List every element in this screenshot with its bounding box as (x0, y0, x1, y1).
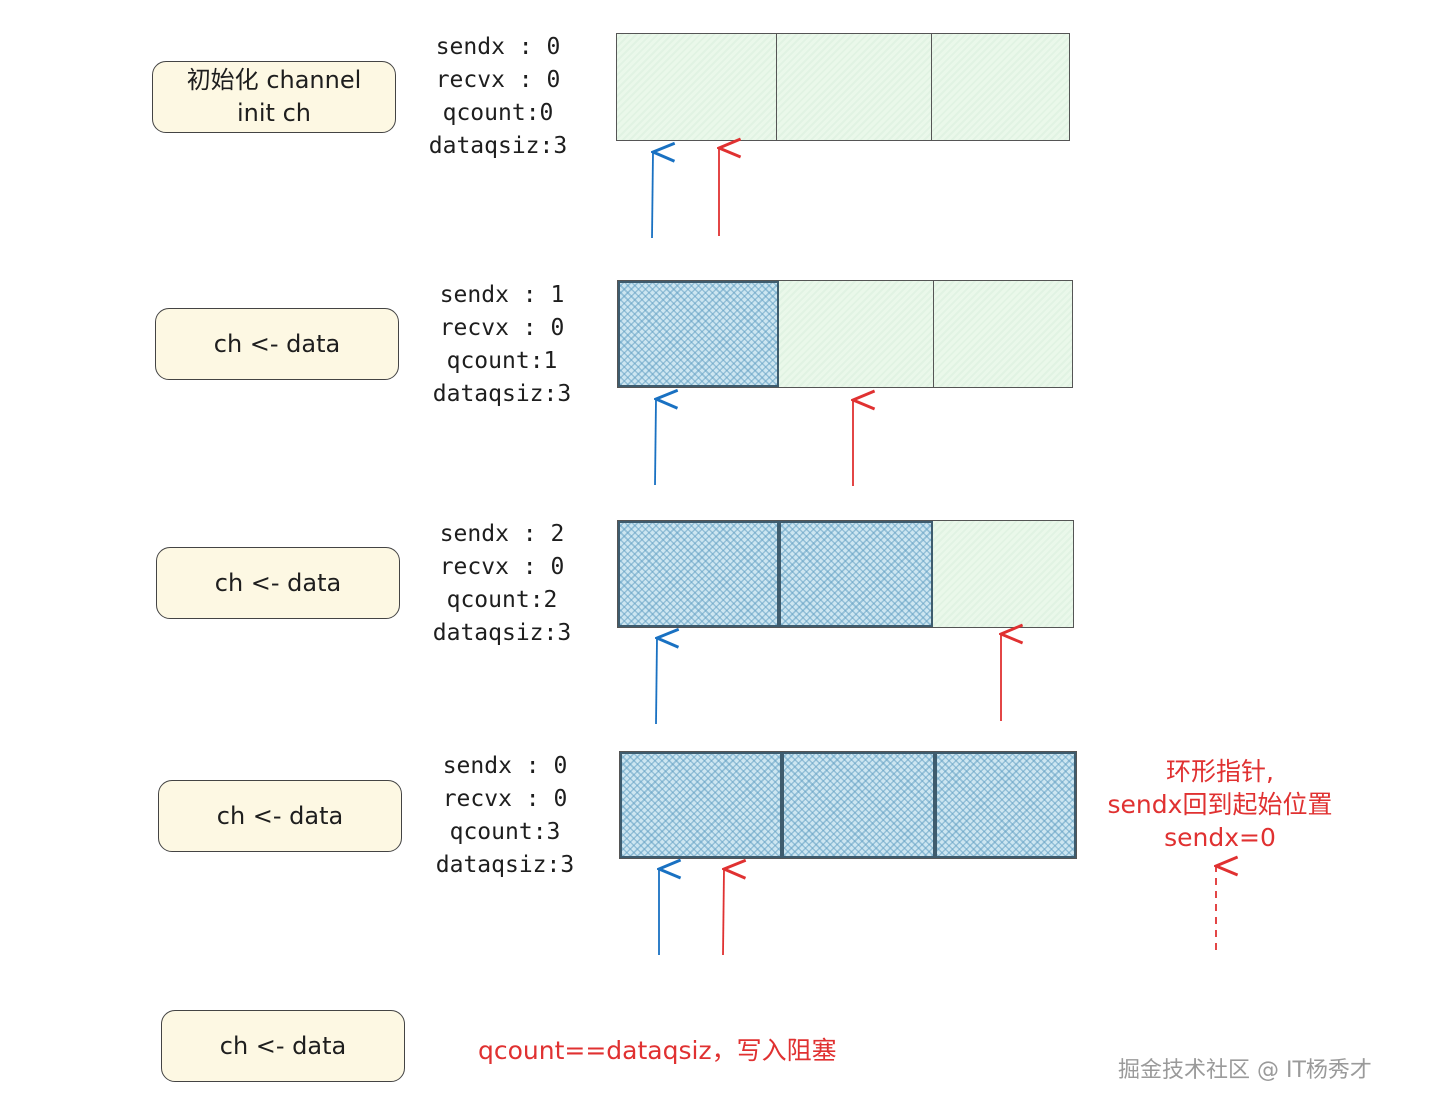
step1-qcount: qcount:0 (442, 100, 554, 126)
wrap-note-line3: sendx=0 (1164, 823, 1276, 852)
step1-vars: sendx : 0 recvx : 0 qcount:0 dataqsiz:3 (413, 31, 583, 163)
step2-qcount: qcount:1 (446, 348, 558, 374)
step3-sendx: sendx : 2 (439, 521, 565, 547)
step1-recvx: recvx : 0 (435, 67, 561, 93)
step4-vars: sendx : 0 recvx : 0 qcount:3 dataqsiz:3 (420, 750, 590, 882)
step2-slot-0 (618, 281, 779, 387)
step2-slot-2 (934, 281, 1072, 387)
step1-label-line2: init ch (237, 99, 311, 127)
step4-slot-1 (782, 752, 935, 858)
step1-slot-2 (932, 34, 1069, 140)
step5-label-line1: ch <- data (219, 1031, 347, 1060)
step3-slot-1 (779, 521, 933, 627)
step1-buffer (616, 33, 1070, 141)
step3-buffer (617, 520, 1074, 628)
step4-sendx: sendx : 0 (442, 753, 568, 779)
step5-label-box: ch <- data (161, 1010, 405, 1082)
step4-slot-0 (620, 752, 782, 858)
step2-sendx: sendx : 1 (439, 282, 565, 308)
step1-label-line1: 初始化 channel (186, 66, 362, 94)
step2-label-box: ch <- data (155, 308, 399, 380)
step4-slot-2 (935, 752, 1076, 858)
step3-label-box: ch <- data (156, 547, 400, 619)
wrap-note-line2: sendx回到起始位置 (1107, 790, 1333, 819)
step4-label-box: ch <- data (158, 780, 402, 852)
step1-slot-0 (617, 34, 777, 140)
step4-qcount: qcount:3 (449, 819, 561, 845)
step1-sendx-arrow (652, 152, 653, 239)
step2-recvx: recvx : 0 (439, 315, 565, 341)
watermark: 掘金技术社区 @ IT杨秀才 (1118, 1058, 1372, 1083)
step4-dataqsiz: dataqsiz:3 (435, 852, 575, 878)
step1-slot-1 (777, 34, 932, 140)
step3-vars: sendx : 2 recvx : 0 qcount:2 dataqsiz:3 (417, 518, 587, 650)
step1-label-box: 初始化 channel init ch (152, 61, 396, 133)
step4-recvx-arrow (723, 869, 724, 956)
step3-slot-0 (618, 521, 779, 627)
step3-label-line1: ch <- data (214, 568, 342, 597)
step4-label-line1: ch <- data (216, 801, 344, 830)
step2-sendx-arrow (655, 399, 656, 486)
step3-sendx-arrow (656, 638, 657, 725)
step2-label-line1: ch <- data (213, 329, 341, 358)
step3-recvx: recvx : 0 (439, 554, 565, 580)
step3-slot-2 (933, 521, 1073, 627)
step1-sendx: sendx : 0 (435, 34, 561, 60)
step2-buffer (617, 280, 1073, 388)
step3-qcount: qcount:2 (446, 587, 558, 613)
step1-dataqsiz: dataqsiz:3 (428, 133, 568, 159)
blocked-note: qcount==dataqsiz，写入阻塞 (478, 1036, 837, 1065)
step2-slot-1 (779, 281, 934, 387)
wrap-note: 环形指针, sendx回到起始位置 sendx=0 (1095, 755, 1345, 854)
step2-dataqsiz: dataqsiz:3 (432, 381, 572, 407)
wrap-note-line1: 环形指针, (1166, 757, 1274, 786)
step4-recvx: recvx : 0 (442, 786, 568, 812)
step3-dataqsiz: dataqsiz:3 (432, 620, 572, 646)
step2-vars: sendx : 1 recvx : 0 qcount:1 dataqsiz:3 (417, 279, 587, 411)
step4-buffer (619, 751, 1077, 859)
